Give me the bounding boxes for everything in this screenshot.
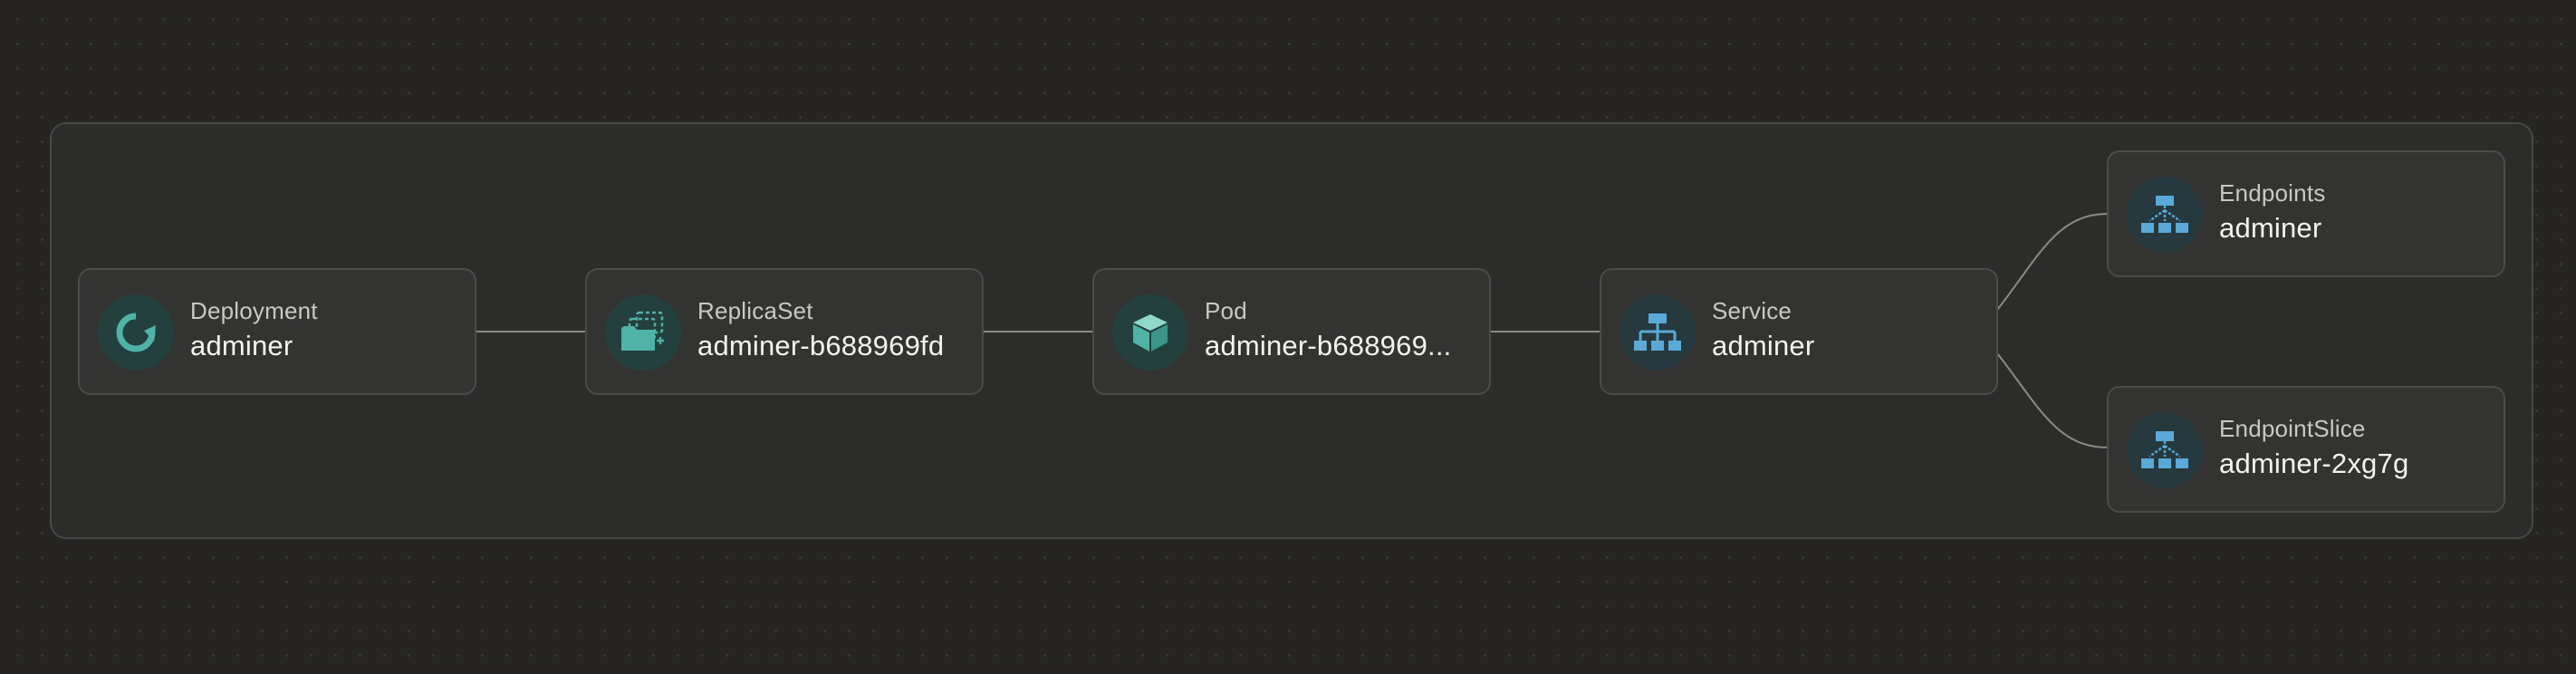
network-tree-icon: [2141, 431, 2188, 468]
node-name: adminer: [2219, 212, 2322, 244]
endpointslice-icon-badge: [2127, 412, 2203, 488]
network-tree-icon: [1634, 313, 1681, 351]
node-service[interactable]: Service adminer: [1600, 268, 1998, 395]
node-kind: Pod: [1205, 297, 1247, 324]
node-kind: EndpointSlice: [2219, 415, 2366, 442]
rotate-icon: [116, 313, 156, 352]
node-endpoints[interactable]: Endpoints adminer: [2107, 150, 2505, 277]
node-replicaset[interactable]: ReplicaSet adminer-b688969fd: [585, 268, 984, 395]
node-pod[interactable]: Pod adminer-b688969...: [1092, 268, 1491, 395]
node-endpointslice[interactable]: EndpointSlice adminer-2xg7g: [2107, 386, 2505, 513]
node-name: adminer-b688969...: [1205, 330, 1452, 361]
cube-icon: [1133, 314, 1168, 351]
replicaset-icon: [621, 311, 664, 351]
endpoints-icon-badge: [2127, 177, 2203, 253]
node-kind: Deployment: [190, 297, 318, 324]
node-kind: Service: [1712, 297, 1793, 324]
network-tree-icon: [2141, 196, 2188, 233]
node-kind: Endpoints: [2219, 179, 2326, 207]
node-name: adminer-2xg7g: [2219, 448, 2409, 479]
replicaset-icon-badge: [605, 294, 681, 371]
pod-icon-badge: [1112, 294, 1188, 371]
node-name: adminer-b688969fd: [697, 330, 945, 361]
node-name: adminer: [190, 330, 293, 361]
node-name: adminer: [1712, 330, 1815, 361]
service-icon-badge: [1620, 294, 1696, 371]
node-kind: ReplicaSet: [697, 297, 813, 324]
deployment-icon-badge: [98, 294, 174, 371]
node-deployment[interactable]: Deployment adminer: [78, 268, 476, 395]
